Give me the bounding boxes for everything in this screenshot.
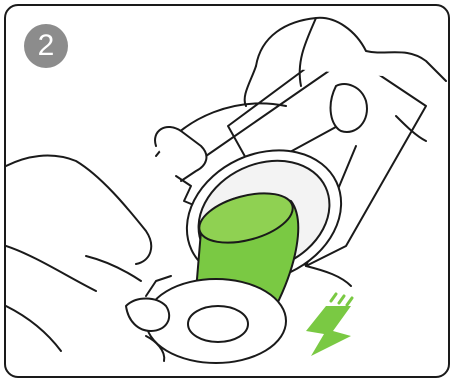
step-number-badge: 2 <box>24 24 68 68</box>
down-arrow-icon <box>306 294 352 356</box>
left-hand <box>6 156 169 361</box>
instruction-illustration <box>6 6 448 376</box>
step-number: 2 <box>38 31 55 61</box>
illustration-frame: 2 <box>4 4 450 378</box>
